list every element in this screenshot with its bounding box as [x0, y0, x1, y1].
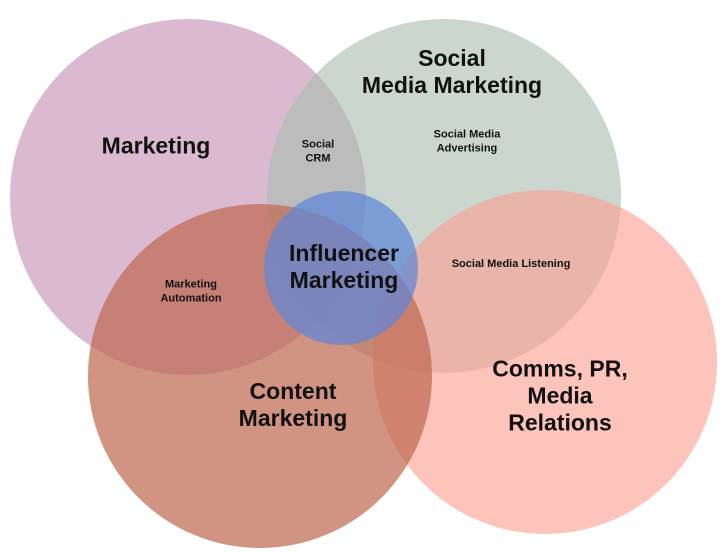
label-social-media-marketing: Social Media Marketing	[361, 44, 543, 98]
label-social-media-advertising: Social Media Advertising	[433, 128, 501, 155]
label-influencer-marketing: Influencer Marketing	[289, 239, 399, 293]
circle-influencer-marketing	[264, 191, 418, 345]
label-content-marketing: Content Marketing	[238, 377, 348, 431]
label-marketing-automation: Marketing Automation	[160, 278, 222, 305]
label-social-media-listening: Social Media Listening	[451, 257, 571, 270]
label-comms-pr: Comms, PR, Media Relations	[492, 355, 628, 436]
label-marketing: Marketing	[101, 132, 211, 159]
label-social-crm: Social CRM	[301, 138, 335, 165]
circle-comms-pr	[373, 190, 717, 534]
